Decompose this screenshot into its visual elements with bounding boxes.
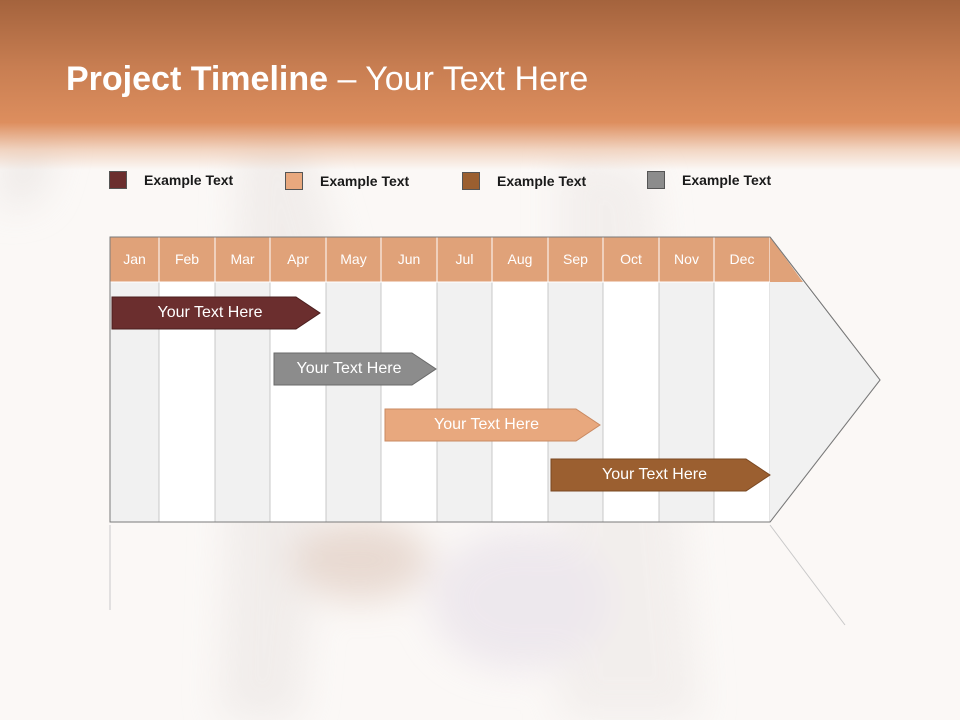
month-header-row — [109, 236, 771, 283]
legend-item-2: Example Text — [285, 172, 409, 190]
month-label-nov: Nov — [674, 250, 699, 267]
legend-label: Example Text — [497, 173, 587, 189]
month-label-feb: Feb — [174, 250, 200, 267]
month-label-oct: Oct — [620, 250, 642, 267]
legend-swatch — [285, 172, 303, 190]
month-column — [325, 281, 382, 523]
reflection — [109, 524, 846, 626]
month-header-cell — [602, 236, 660, 283]
month-column — [380, 281, 438, 523]
legend-item-3: Example Text — [462, 172, 586, 190]
month-column — [436, 281, 493, 523]
legend-item-1: Example Text — [109, 171, 233, 189]
task-bar-label: Your Text Here — [157, 304, 263, 321]
month-header-cell — [491, 236, 549, 283]
legend-item-4: Example Text — [647, 171, 771, 189]
month-column — [491, 281, 549, 523]
month-header-cell — [325, 236, 382, 283]
month-label-dec: Dec — [729, 250, 755, 267]
title-rest: – Your Text Here — [328, 60, 589, 98]
month-label-jun: Jun — [397, 250, 421, 267]
month-label-may: May — [340, 250, 367, 267]
legend-swatch — [462, 172, 480, 190]
month-label-aug: Aug — [507, 250, 533, 267]
task-bar-4[interactable] — [550, 458, 771, 492]
task-bar-2[interactable] — [273, 352, 437, 386]
legend-label: Example Text — [144, 172, 234, 188]
month-label-mar: Mar — [230, 250, 255, 267]
month-columns — [109, 281, 771, 523]
task-bar-3[interactable] — [384, 408, 601, 442]
title-bold: Project Timeline — [66, 60, 329, 98]
header-band — [0, 0, 960, 170]
task-bar-label: Your Text Here — [602, 466, 707, 483]
month-label-jan: Jan — [123, 250, 146, 267]
month-header-cell — [713, 236, 771, 283]
task-bar-label: Your Text Here — [296, 360, 402, 377]
task-bar-1[interactable] — [111, 296, 321, 330]
legend-swatch — [109, 171, 127, 189]
arrow-tip — [770, 282, 880, 522]
task-bar-label: Your Text Here — [434, 416, 539, 433]
legend-swatch — [647, 171, 665, 189]
month-label-jul: Jul — [455, 250, 474, 267]
month-header-cell — [214, 236, 271, 283]
legend-label: Example Text — [320, 173, 410, 189]
month-label-sep: Sep — [563, 250, 588, 267]
page-title: Project Timeline – Your Text Here — [66, 60, 588, 99]
month-header-cell — [109, 236, 160, 283]
legend-label: Example Text — [682, 172, 772, 188]
month-label-apr: Apr — [287, 250, 309, 267]
